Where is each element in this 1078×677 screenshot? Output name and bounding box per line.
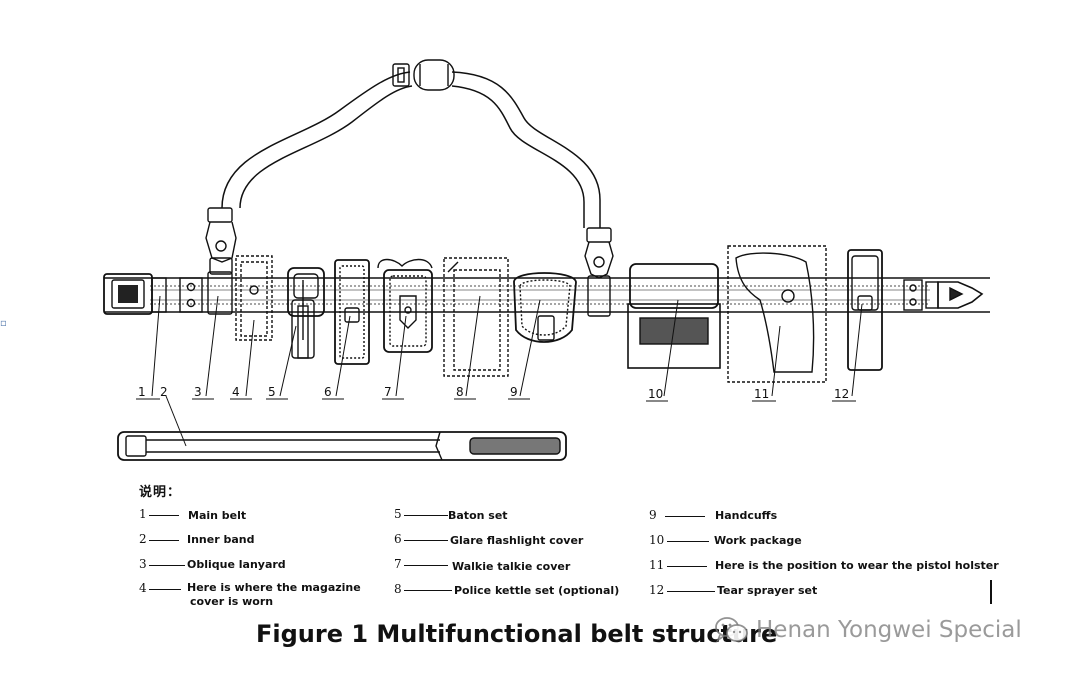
callout-9: 9 — [510, 385, 518, 399]
walkie-talkie-cover-drawing — [377, 258, 433, 353]
watermark-text: Henan Yongwei Special — [756, 617, 1022, 643]
wechat-icon — [715, 617, 748, 643]
legend-heading: 说明： — [139, 485, 182, 500]
callout-7: 7 — [384, 385, 392, 399]
text-cursor — [990, 580, 992, 604]
legend-number: 8 — [394, 582, 402, 596]
legend-dash — [149, 540, 179, 541]
legend-dash — [404, 540, 448, 541]
legend-dash — [667, 591, 715, 592]
belt-buckle-left — [103, 273, 203, 315]
callout-4: 4 — [232, 385, 240, 399]
legend-item-6: 6 Glare flashlight cover — [394, 532, 614, 548]
legend-number: 12 — [649, 583, 665, 597]
leader-lines — [151, 295, 863, 447]
legend-number: 10 — [649, 533, 665, 547]
legend-number: 5 — [394, 507, 402, 521]
kettle-set-outline — [443, 257, 509, 377]
main-belt — [104, 277, 990, 313]
legend-label: Work package — [714, 534, 802, 547]
legend-item-4: 4 Here is where the magazine cover is wo… — [139, 581, 379, 611]
legend-item-3: 3 Oblique lanyard — [139, 557, 339, 573]
callout-3: 3 — [194, 385, 202, 399]
legend-dash — [149, 565, 185, 566]
legend-item-10: 10 Work package — [649, 533, 849, 549]
legend-label: Tear sprayer set — [717, 584, 818, 597]
legend-item-9: 9 Handcuffs — [649, 508, 849, 524]
callout-10: 10 — [648, 387, 663, 401]
lanyard-loop-left — [207, 271, 233, 315]
legend-number: 1 — [139, 507, 147, 521]
legend-label: Here is the position to wear the pistol … — [715, 559, 999, 572]
legend-item-11: 11 Here is the position to wear the pist… — [649, 558, 999, 574]
callout-8: 8 — [456, 385, 464, 399]
callout-5: 5 — [268, 385, 276, 399]
callout-12: 12 — [834, 387, 849, 401]
legend-item-7: 7 Walkie talkie cover — [394, 557, 614, 573]
watermark: Henan Yongwei Special — [714, 612, 1022, 648]
legend-number: 4 — [139, 581, 147, 595]
legend-item-5: 5 Baton set — [394, 507, 614, 523]
legend-item-1: 1 Main belt — [139, 507, 339, 523]
legend-number: 11 — [649, 558, 665, 572]
legend-dash — [149, 515, 179, 516]
legend-number: 9 — [649, 508, 657, 522]
legend-number: 7 — [394, 557, 402, 571]
legend-dash — [404, 590, 452, 591]
legend-dash — [149, 589, 181, 590]
legend-dash — [667, 541, 709, 542]
legend-number: 3 — [139, 557, 147, 571]
flashlight-cover-drawing — [334, 259, 370, 365]
legend-item-8: 8 Police kettle set (optional) — [394, 582, 634, 598]
inner-band — [117, 431, 567, 461]
legend-label: Handcuffs — [715, 509, 778, 522]
figure-title: Figure 1 Multifunctional belt structure — [256, 620, 778, 648]
callout-11: 11 — [754, 387, 769, 401]
tear-sprayer-drawing — [847, 249, 883, 371]
belt-buckle-right — [903, 279, 984, 311]
legend-dash — [667, 566, 707, 567]
legend-label: Glare flashlight cover — [450, 534, 584, 547]
legend-label: Baton set — [448, 509, 508, 522]
legend-item-12: 12 Tear sprayer set — [649, 583, 909, 599]
lanyard-loop-right — [587, 275, 611, 317]
handcuffs-pouch-drawing — [513, 272, 577, 343]
legend-number: 2 — [139, 532, 147, 546]
callout-1: 1 — [138, 385, 146, 399]
legend-dash — [404, 515, 448, 516]
legend-dash — [404, 565, 448, 566]
page-edge-marker-icon: ▫ — [0, 318, 7, 329]
legend-item-2: 2 Inner band — [139, 532, 339, 548]
legend-dash — [665, 516, 705, 517]
callout-2: 2 — [160, 385, 168, 399]
baton-set-drawing — [287, 267, 325, 359]
work-package-drawing — [627, 263, 721, 369]
legend-number: 6 — [394, 532, 402, 546]
callout-6: 6 — [324, 385, 332, 399]
legend-label-continued: cover is worn — [190, 595, 274, 608]
legend-label: Police kettle set (optional) — [454, 584, 620, 597]
legend-label: Here is where the magazine — [187, 581, 361, 594]
legend-label: Inner band — [187, 533, 255, 546]
oblique-lanyard-strap — [205, 59, 614, 279]
pistol-holster-outline — [727, 245, 827, 383]
magazine-cover-outline — [235, 255, 273, 341]
legend-label: Oblique lanyard — [187, 558, 286, 571]
legend-label: Main belt — [188, 509, 247, 522]
legend-label: Walkie talkie cover — [452, 560, 571, 573]
